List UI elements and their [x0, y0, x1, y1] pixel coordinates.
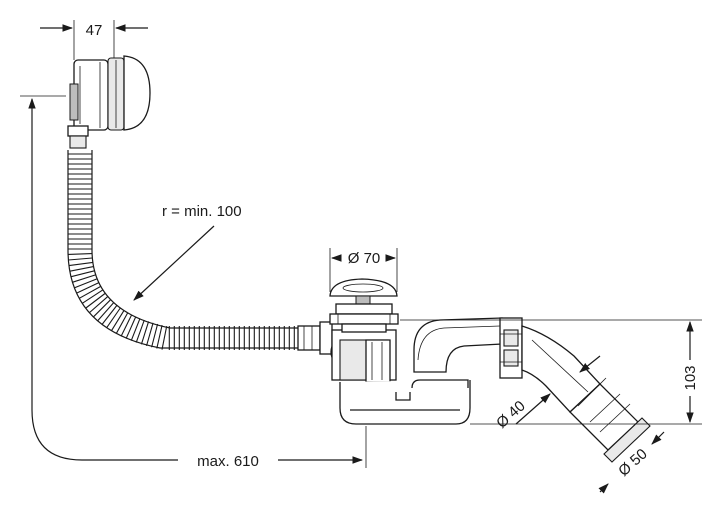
overflow-head [67, 55, 151, 149]
hose-rib [68, 261, 93, 267]
drain-valve-body [297, 321, 397, 383]
plug-diameter-label: Ø 70 [348, 250, 381, 267]
bend-radius-label: r = min. 100 [162, 203, 242, 220]
dimension-lines [20, 20, 702, 494]
hose-rib [69, 266, 94, 272]
hose-rib [110, 310, 125, 332]
hose-rib [101, 305, 118, 325]
flexible-hose [67, 150, 300, 350]
hose-rib [156, 324, 163, 349]
hose-rib [97, 302, 115, 322]
hose-rib [106, 307, 121, 329]
hose-rib [120, 314, 133, 337]
hose-rib [76, 282, 99, 294]
height-label: 103 [682, 365, 699, 390]
hose-rib [115, 312, 129, 334]
waste-plug [329, 278, 399, 333]
hose-rib [89, 296, 108, 313]
hose-rib [130, 318, 141, 341]
hose-rib [74, 278, 98, 289]
dimension-label-47: 47 [86, 22, 103, 39]
hose-rib [125, 316, 137, 339]
hose-rib [68, 253, 93, 255]
hose-rib [145, 322, 154, 347]
hose-rib [151, 323, 159, 348]
max-length-label: max. 610 [197, 453, 259, 470]
pipe-diameter-40-label: Ø 40 [493, 397, 529, 431]
hose-rib [161, 325, 168, 350]
hose-rib [72, 274, 96, 283]
hose-rib [79, 286, 101, 299]
hose-rib [82, 289, 103, 304]
hose-rib [93, 299, 111, 318]
hose-rib [135, 319, 145, 343]
hose-rib [68, 257, 93, 261]
hose-rib [85, 293, 106, 309]
outlet-elbow [521, 325, 651, 463]
siphon-trap [339, 317, 523, 425]
hose-rib [140, 321, 150, 345]
hose-rib [70, 270, 95, 278]
